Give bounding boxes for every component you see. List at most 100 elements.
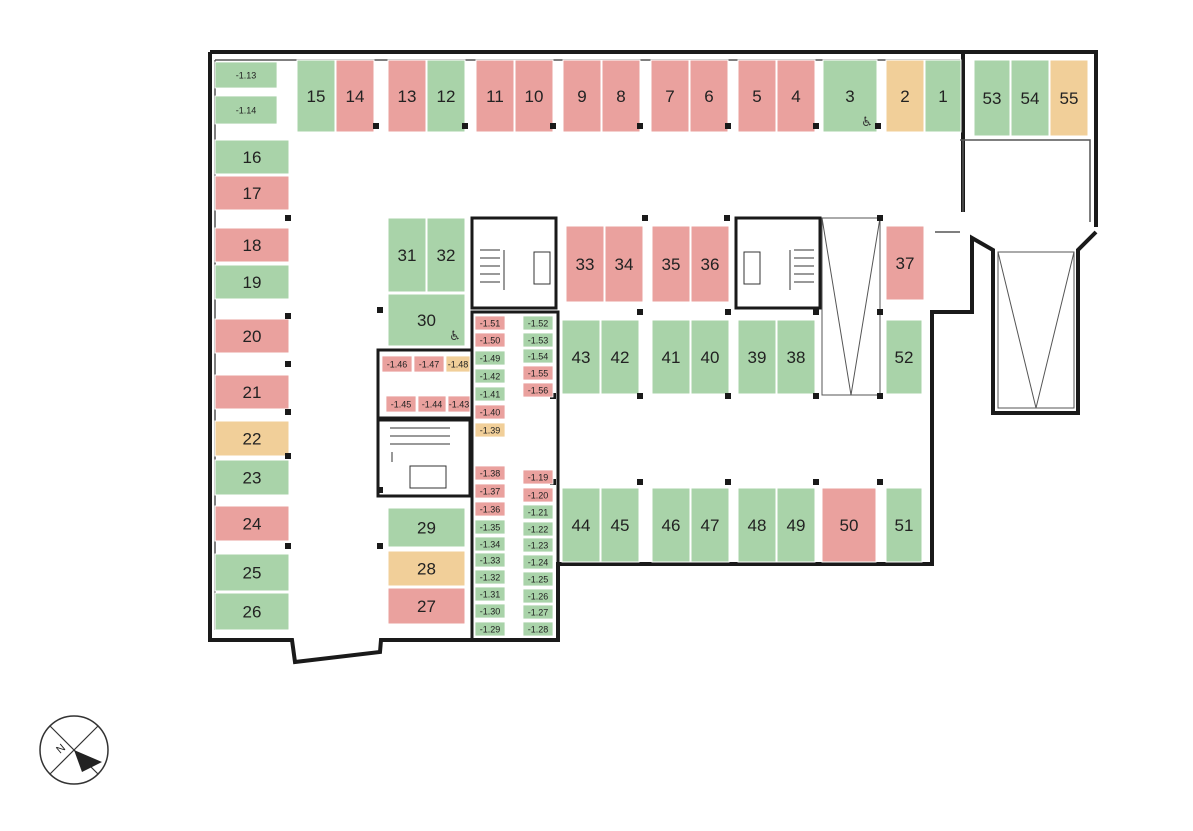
parking-spot[interactable]: 28 — [387, 550, 466, 587]
parking-spot[interactable]: 29 — [387, 507, 466, 548]
storage-unit[interactable]: -1.38 — [474, 465, 506, 481]
storage-unit[interactable]: -1.41 — [474, 386, 506, 402]
storage-unit[interactable]: -1.55 — [522, 365, 554, 381]
parking-spot[interactable]: 22 — [214, 420, 290, 457]
parking-spot[interactable]: 17 — [214, 175, 290, 211]
storage-unit[interactable]: -1.30 — [474, 603, 506, 619]
parking-spot[interactable]: 19 — [214, 264, 290, 300]
parking-spot-number: 15 — [307, 87, 326, 106]
parking-spot[interactable]: 7 — [650, 59, 690, 133]
parking-spot[interactable]: 45 — [600, 487, 640, 563]
parking-spot[interactable]: 46 — [651, 487, 691, 563]
parking-spot[interactable]: 2 — [885, 59, 925, 133]
storage-unit[interactable]: -1.36 — [474, 501, 506, 517]
parking-spot[interactable]: 21 — [214, 374, 290, 410]
parking-spot[interactable]: 39 — [737, 319, 777, 395]
storage-unit[interactable]: -1.45 — [385, 395, 417, 413]
storage-unit[interactable]: -1.28 — [522, 621, 554, 637]
parking-spot[interactable]: 48 — [737, 487, 777, 563]
storage-unit[interactable]: -1.54 — [522, 348, 554, 364]
storage-unit[interactable]: -1.43 — [447, 395, 471, 413]
storage-unit[interactable]: -1.31 — [474, 586, 506, 602]
storage-unit[interactable]: -1.22 — [522, 521, 554, 537]
parking-spot[interactable]: 42 — [600, 319, 640, 395]
parking-spot[interactable]: 51 — [885, 487, 923, 563]
storage-unit[interactable]: -1.13 — [214, 61, 278, 89]
storage-unit[interactable]: -1.29 — [474, 621, 506, 637]
parking-spot[interactable]: 25 — [214, 553, 290, 592]
storage-unit[interactable]: -1.34 — [474, 536, 506, 552]
parking-spot[interactable]: 52 — [885, 319, 923, 395]
parking-spot-number: 53 — [983, 89, 1002, 108]
storage-unit[interactable]: -1.39 — [474, 422, 506, 438]
storage-unit[interactable]: -1.24 — [522, 554, 554, 570]
parking-spot[interactable]: 49 — [776, 487, 816, 563]
parking-spot[interactable]: 37 — [885, 225, 925, 301]
storage-unit[interactable]: -1.26 — [522, 588, 554, 604]
storage-unit[interactable]: -1.27 — [522, 604, 554, 620]
storage-unit[interactable]: -1.37 — [474, 483, 506, 499]
parking-spot[interactable]: 41 — [651, 319, 691, 395]
parking-spot[interactable]: 26 — [214, 592, 290, 631]
parking-spot[interactable]: 36 — [690, 225, 730, 303]
storage-unit[interactable]: -1.33 — [474, 552, 506, 568]
parking-spot[interactable]: 8 — [601, 59, 641, 133]
parking-spot[interactable]: 44 — [561, 487, 601, 563]
storage-unit[interactable]: -1.49 — [474, 350, 506, 366]
parking-spot[interactable]: 11 — [475, 59, 515, 133]
storage-unit[interactable]: -1.40 — [474, 404, 506, 420]
storage-unit[interactable]: -1.52 — [522, 315, 554, 331]
parking-spot[interactable]: 40 — [690, 319, 730, 395]
parking-spot[interactable]: 3♿ — [822, 59, 878, 133]
parking-spot[interactable]: 38 — [776, 319, 816, 395]
storage-unit-fill — [474, 386, 506, 402]
storage-unit[interactable]: -1.25 — [522, 571, 554, 587]
parking-spot[interactable]: 10 — [514, 59, 554, 133]
parking-spot[interactable]: 31 — [387, 217, 427, 293]
parking-spot[interactable]: 14 — [335, 59, 375, 133]
parking-spot[interactable]: 43 — [561, 319, 601, 395]
parking-spot[interactable]: 5 — [737, 59, 777, 133]
storage-unit[interactable]: -1.20 — [522, 487, 554, 503]
storage-unit[interactable]: -1.47 — [413, 355, 445, 373]
storage-unit[interactable]: -1.56 — [522, 382, 554, 398]
storage-unit[interactable]: -1.19 — [522, 469, 554, 485]
parking-spot[interactable]: 18 — [214, 227, 290, 263]
storage-unit[interactable]: -1.44 — [417, 395, 447, 413]
storage-unit[interactable]: -1.32 — [474, 569, 506, 585]
storage-unit[interactable]: -1.42 — [474, 368, 506, 384]
storage-unit[interactable]: -1.21 — [522, 504, 554, 520]
parking-spot[interactable]: 27 — [387, 587, 466, 625]
parking-spot[interactable]: 4 — [776, 59, 816, 133]
parking-spot[interactable]: 6 — [689, 59, 729, 133]
parking-spot[interactable]: 54 — [1010, 59, 1050, 137]
parking-spot[interactable]: 30♿ — [387, 293, 466, 347]
parking-spot[interactable]: 34 — [604, 225, 644, 303]
storage-unit[interactable]: -1.46 — [381, 355, 413, 373]
storage-unit[interactable]: -1.35 — [474, 519, 506, 535]
parking-spot[interactable]: 32 — [426, 217, 466, 293]
parking-spot[interactable]: 33 — [565, 225, 605, 303]
parking-spot[interactable]: 53 — [973, 59, 1011, 137]
storage-unit[interactable]: -1.48 — [445, 355, 471, 373]
parking-spot[interactable]: 1 — [924, 59, 962, 133]
storage-unit-number: -1.52 — [528, 319, 549, 329]
storage-unit[interactable]: -1.53 — [522, 332, 554, 348]
parking-spot[interactable]: 13 — [387, 59, 427, 133]
parking-spot[interactable]: 47 — [690, 487, 730, 563]
storage-unit[interactable]: -1.14 — [214, 95, 278, 125]
parking-spot-number: 38 — [787, 348, 806, 367]
parking-spot[interactable]: 55 — [1049, 59, 1089, 137]
parking-spot[interactable]: 15 — [296, 59, 336, 133]
parking-spot[interactable]: 9 — [562, 59, 602, 133]
parking-spot[interactable]: 16 — [214, 139, 290, 175]
parking-spot[interactable]: 12 — [426, 59, 466, 133]
parking-spot[interactable]: 20 — [214, 318, 290, 354]
parking-spot[interactable]: 23 — [214, 459, 290, 496]
storage-unit[interactable]: -1.50 — [474, 332, 506, 348]
parking-spot[interactable]: 24 — [214, 505, 290, 542]
parking-spot[interactable]: 35 — [651, 225, 691, 303]
storage-unit[interactable]: -1.23 — [522, 537, 554, 553]
storage-unit[interactable]: -1.51 — [474, 315, 506, 331]
parking-spot[interactable]: 50 — [821, 487, 877, 563]
